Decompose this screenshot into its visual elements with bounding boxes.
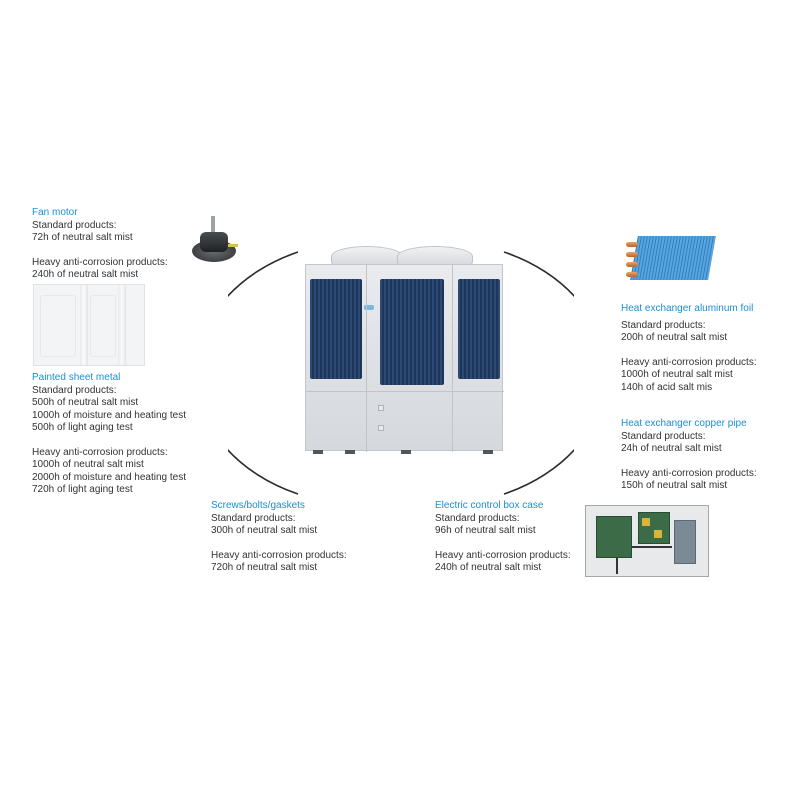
electric-box-info: Electric control box case Standard produ… [435,500,571,573]
sheet-metal-info: Painted sheet metal Standard products: 5… [32,372,186,495]
sheet-metal-title: Painted sheet metal [32,372,121,383]
service-panel-lock [378,425,384,431]
service-panel-lock [378,405,384,411]
outline-arc [228,251,574,495]
fan-motor-image [190,214,238,272]
coil-left [310,279,362,379]
unit-cabinet [305,264,504,452]
hx-pipe-info: Heat exchanger copper pipe Standard prod… [621,418,757,491]
heat-exchanger-image [626,236,716,286]
brand-logo [364,305,374,310]
fan-motor-info: Fan motor Standard products: 72h of neut… [32,207,168,280]
hx-pipe-title: Heat exchanger copper pipe [621,418,747,429]
coil-right [458,279,500,379]
electric-box-image [585,505,709,577]
sheet-metal-image [33,284,145,366]
hx-foil-title: Heat exchanger aluminum foil [621,303,754,314]
fan-motor-title: Fan motor [32,207,78,218]
coil-center [380,279,444,385]
screws-info: Screws/bolts/gaskets Standard products: … [211,500,347,573]
outdoor-unit-image [305,246,504,454]
screws-title: Screws/bolts/gaskets [211,500,305,511]
electric-box-title: Electric control box case [435,500,544,511]
hx-foil-info: Heat exchanger aluminum foil Standard pr… [621,303,757,393]
